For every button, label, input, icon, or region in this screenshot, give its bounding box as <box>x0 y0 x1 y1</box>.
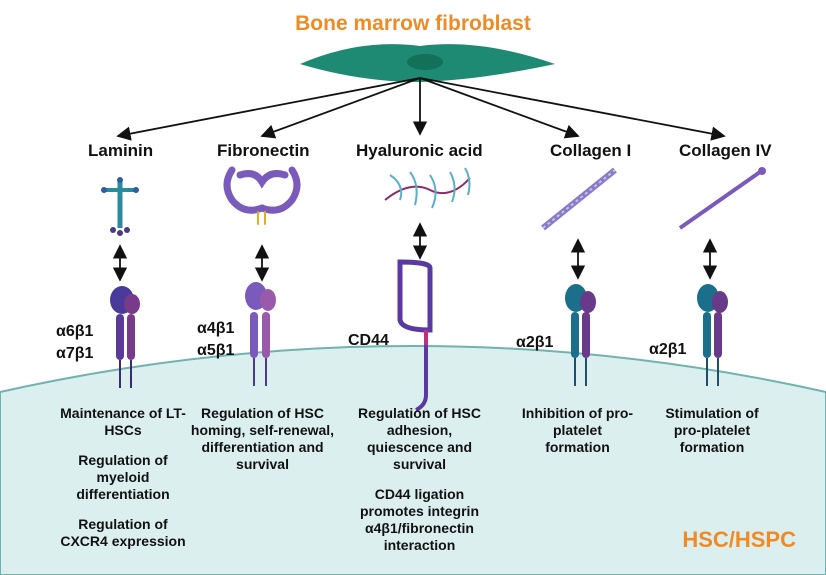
fibroblast-cell <box>300 44 555 82</box>
ecm-label-collagen-i: Collagen I <box>550 141 632 160</box>
diagram-title: Bone marrow fibroblast <box>295 12 531 35</box>
desc-laminin-2: Regulation of myeloid differentiation <box>76 452 170 502</box>
integrin-collagen-iv-icon <box>697 284 728 386</box>
integrin-fibronectin-icon <box>245 282 276 386</box>
receptor-alpha7beta1: α7β1 <box>56 345 94 362</box>
desc-hyaluronic-2: CD44 ligation promotes integrin α4β1/fib… <box>359 486 479 553</box>
receptor-alpha6beta1: α6β1 <box>56 323 94 340</box>
desc-fibronectin: Regulation of HSC homing, self-renewal, … <box>190 405 335 486</box>
desc-laminin-1: Maintenance of LT-HSCs <box>60 405 186 438</box>
desc-fibronectin-1: Regulation of HSC homing, self-renewal, … <box>190 405 335 472</box>
desc-hyaluronic-acid: Regulation of HSC adhesion, quiescence a… <box>352 405 487 567</box>
desc-laminin: Maintenance of LT-HSCs Regulation of mye… <box>58 405 188 563</box>
binding-arrows <box>112 222 718 282</box>
desc-collagen-iv-1: Stimulation of pro-platelet formation <box>665 405 759 455</box>
fibronectin-molecule-icon <box>223 166 301 225</box>
receptor-alpha2beta1-collagen-iv: α2β1 <box>649 341 687 358</box>
hyaluronic-acid-molecule-icon <box>384 167 471 209</box>
laminin-molecule-icon <box>101 177 139 236</box>
desc-collagen-i-1: Inhibition of pro-platelet formation <box>521 405 634 455</box>
cell-label: HSC/HSPC <box>682 527 796 552</box>
receptor-alpha4beta1: α4β1 <box>197 320 235 337</box>
ecm-label-collagen-iv: Collagen IV <box>679 141 772 160</box>
desc-hyaluronic-1: Regulation of HSC adhesion, quiescence a… <box>358 405 481 472</box>
ecm-label-hyaluronic-acid: Hyaluronic acid <box>356 141 483 160</box>
cd44-receptor-icon <box>397 259 433 412</box>
cell-membrane <box>0 345 826 575</box>
receptor-cd44: CD44 <box>348 332 389 349</box>
ecm-label-laminin: Laminin <box>88 141 154 160</box>
desc-collagen-iv: Stimulation of pro-platelet formation <box>652 405 772 469</box>
receptor-alpha2beta1-collagen-i: α2β1 <box>516 334 554 351</box>
collagen-iv-molecule-icon <box>678 167 766 230</box>
collagen-i-molecule-icon <box>541 167 617 231</box>
integrin-collagen-i-icon <box>565 284 596 386</box>
desc-laminin-3: Regulation of CXCR4 expression <box>60 516 186 549</box>
desc-collagen-i: Inhibition of pro-platelet formation <box>520 405 635 469</box>
receptor-alpha5beta1: α5β1 <box>197 342 235 359</box>
integrin-laminin-icon <box>110 286 140 388</box>
ecm-label-fibronectin: Fibronectin <box>217 141 310 160</box>
fibroblast-arrows <box>116 77 726 141</box>
